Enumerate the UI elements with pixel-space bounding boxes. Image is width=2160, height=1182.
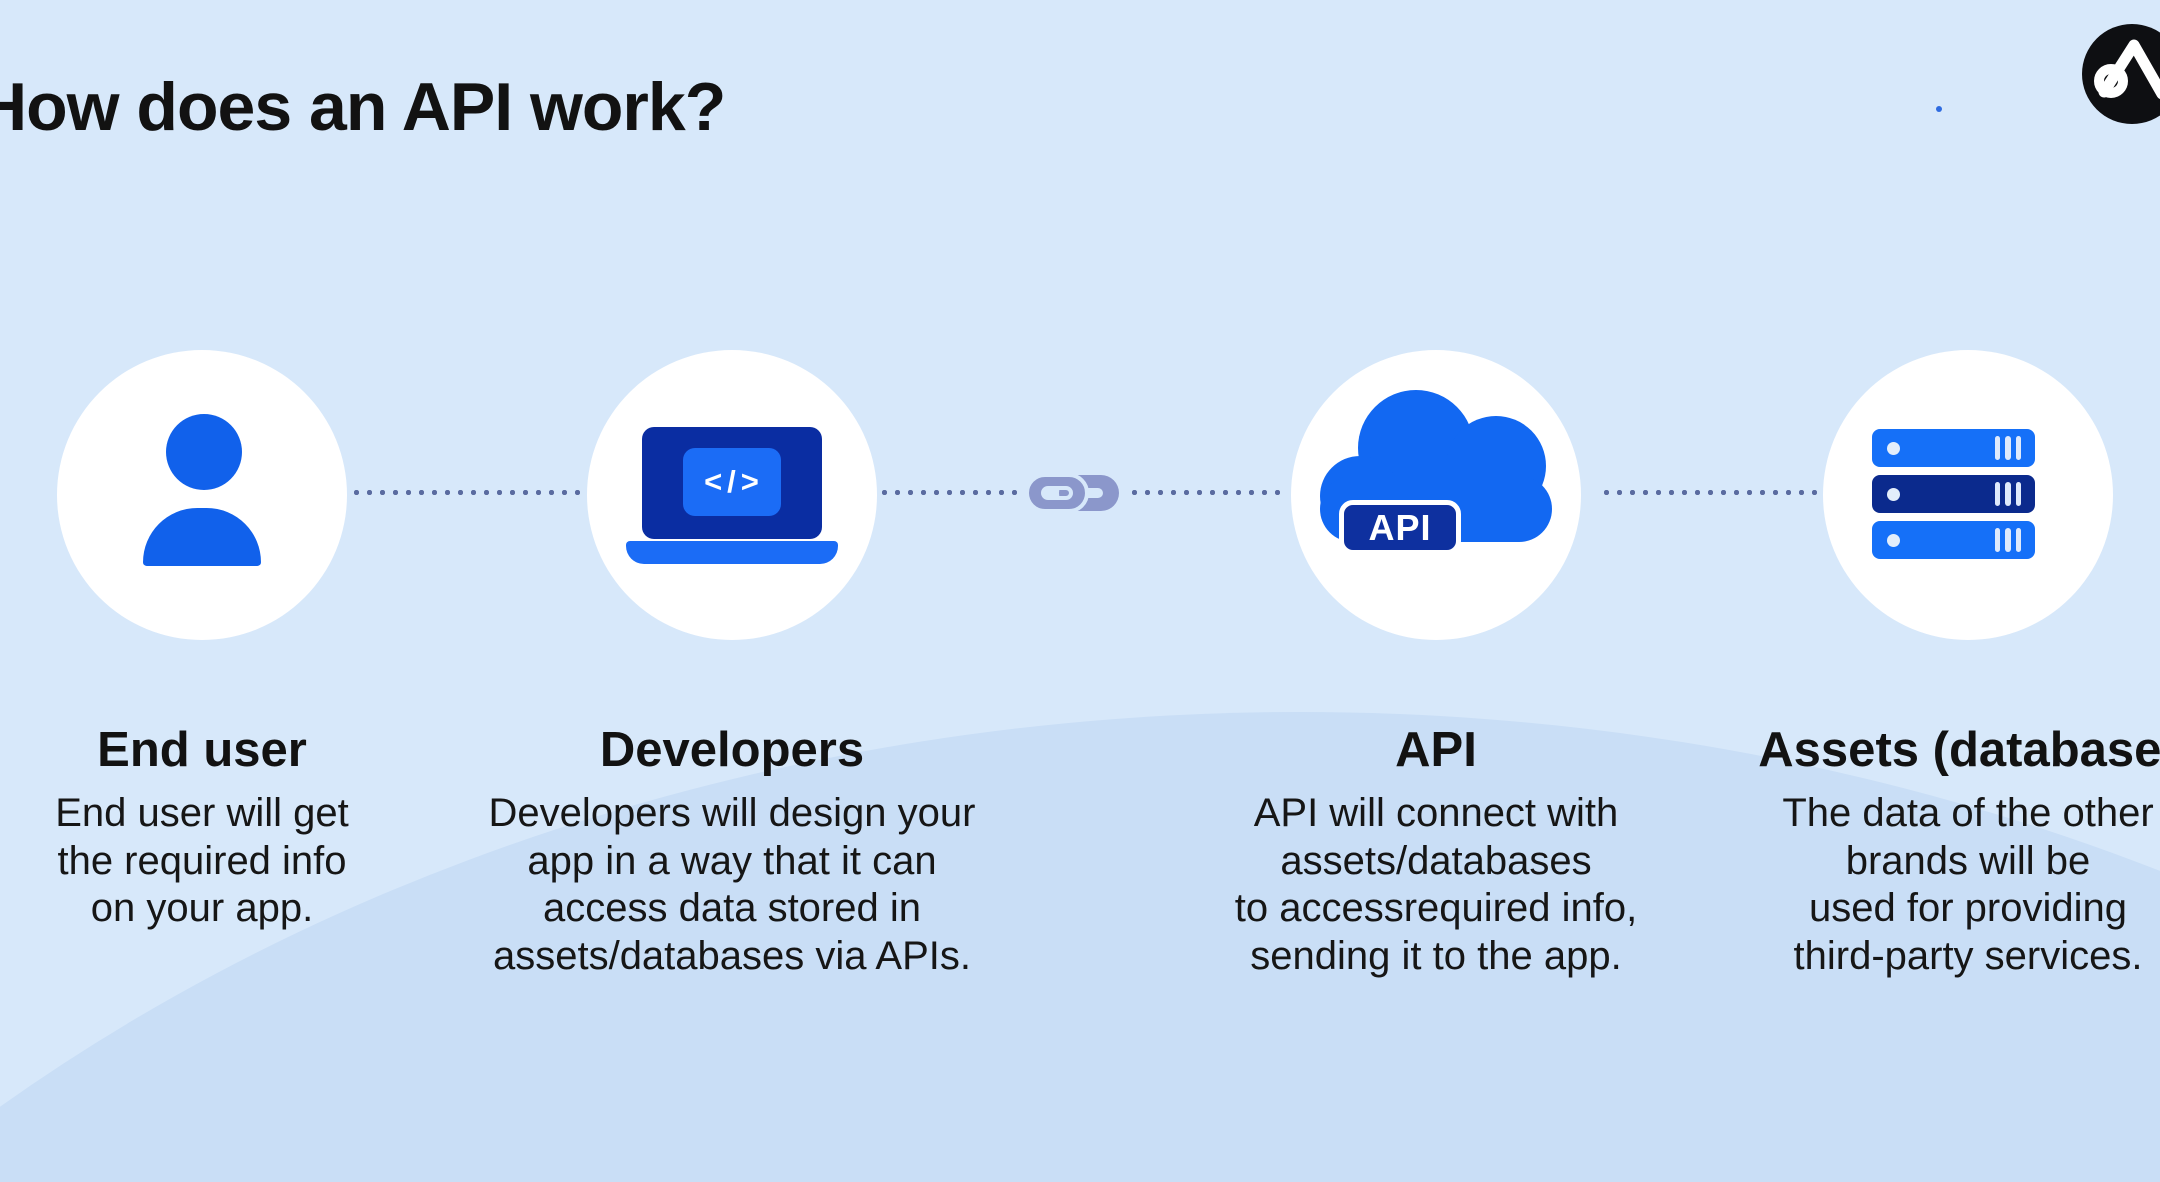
step-description: End user will get the required info on y…	[55, 791, 349, 930]
laptop-base	[626, 541, 838, 564]
code-glyph: </>	[704, 464, 764, 499]
step-circle	[57, 350, 347, 640]
decorative-dot	[1936, 106, 1942, 112]
user-head	[166, 414, 242, 490]
dotted-connector	[1128, 489, 1280, 496]
dotted-connector	[350, 489, 597, 496]
server-led	[1887, 534, 1900, 547]
step-column-developers: </> Developers Developers will design yo…	[432, 350, 1032, 1010]
step-circle	[1823, 350, 2113, 640]
server-vents	[1994, 436, 2021, 460]
page-title: How does an API work?	[0, 68, 726, 145]
code-panel: </>	[683, 448, 781, 516]
chain-link-icon	[1025, 473, 1119, 513]
user-shoulders	[143, 508, 261, 566]
laptop-screen-frame: </>	[642, 427, 822, 539]
dotted-connector	[878, 489, 1020, 496]
step-circle: API	[1291, 350, 1581, 640]
api-badge: API	[1339, 500, 1461, 555]
step-description: API will connect with assets/databases t…	[1234, 791, 1638, 978]
step-label: API	[1395, 723, 1477, 777]
step-circle: </>	[587, 350, 877, 640]
server-vents	[1994, 482, 2021, 506]
step-label: End user	[97, 723, 307, 777]
server-row	[1872, 521, 2035, 559]
step-description: The data of the other brands will be use…	[1782, 791, 2154, 978]
step-description: Developers will design your app in a way…	[488, 791, 976, 978]
step-column-api: API API API will connect with assets/dat…	[1136, 350, 1736, 1010]
abstract-a-icon	[2094, 39, 2160, 100]
api-badge-label: API	[1368, 506, 1432, 548]
step-label: Developers	[599, 723, 865, 777]
step-column-end-user: End user End user will get the required …	[0, 350, 502, 1010]
server-row	[1872, 475, 2035, 513]
server-row	[1872, 429, 2035, 467]
server-vents	[1994, 528, 2021, 552]
dotted-connector	[1600, 489, 1825, 496]
step-column-assets: Assets (database) The data of the other …	[1668, 350, 2160, 1010]
step-label: Assets (database)	[1758, 723, 2160, 777]
server-led	[1887, 488, 1900, 501]
server-led	[1887, 442, 1900, 455]
brand-logo	[2082, 24, 2160, 124]
